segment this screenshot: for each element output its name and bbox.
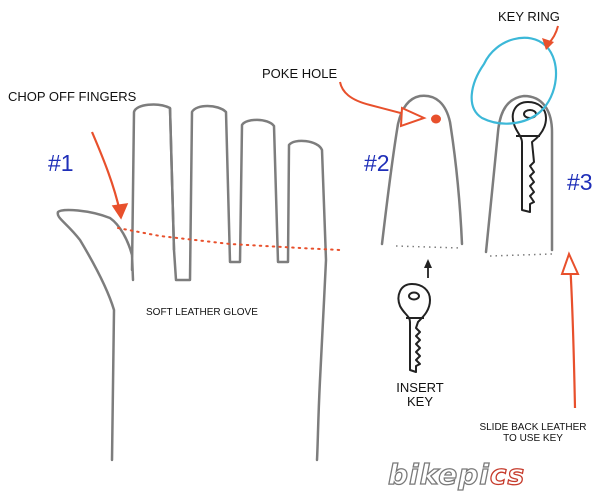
step-2-number: #2 bbox=[364, 150, 390, 176]
glove-finger-gap bbox=[168, 107, 176, 251]
key-ring-label: KEY RING bbox=[498, 9, 560, 24]
slide-back-arrow-head bbox=[560, 251, 580, 275]
slide-back-arrow bbox=[568, 261, 577, 409]
slide-back-leather-label: SLIDE BACK LEATHER TO USE KEY bbox=[470, 422, 596, 444]
insert-key-line2: KEY bbox=[406, 393, 433, 409]
insert-up-arrow-head bbox=[424, 259, 432, 268]
insert-key-line1: INSERT bbox=[396, 380, 444, 395]
bikepics-logo: bikepics bbox=[387, 457, 526, 491]
step-3-number: #3 bbox=[567, 169, 593, 195]
chop-off-fingers-label: CHOP OFF FINGERS bbox=[8, 89, 137, 104]
poke-hole-arrow bbox=[339, 81, 413, 117]
finger-2-cut-edge bbox=[395, 245, 461, 249]
key-ring-arrow-head bbox=[542, 38, 554, 50]
logo-part-2: cs bbox=[489, 457, 526, 491]
poke-hole-arrow-head bbox=[399, 106, 427, 128]
key-2 bbox=[397, 283, 431, 373]
chop-arrow-head bbox=[111, 203, 129, 220]
glove-outline bbox=[56, 103, 328, 462]
chop-arrow bbox=[90, 131, 122, 213]
step-1-number: #1 bbox=[48, 150, 74, 176]
finger-2-outline bbox=[380, 94, 464, 246]
insert-key-label: INSERT KEY bbox=[392, 381, 448, 408]
slide-back-line1: SLIDE BACK LEATHER bbox=[479, 422, 587, 433]
finger-3-outline bbox=[484, 94, 554, 254]
poke-hole-label: POKE HOLE bbox=[262, 66, 338, 81]
soft-leather-glove-label: SOFT LEATHER GLOVE bbox=[146, 307, 258, 318]
cut-line bbox=[117, 227, 341, 251]
key-ring bbox=[470, 36, 558, 125]
slide-back-line2: TO USE KEY bbox=[503, 432, 563, 444]
finger-3-cut-edge bbox=[489, 253, 553, 257]
logo-part-1: bikepi bbox=[387, 457, 490, 491]
poke-hole-mark bbox=[431, 114, 441, 124]
